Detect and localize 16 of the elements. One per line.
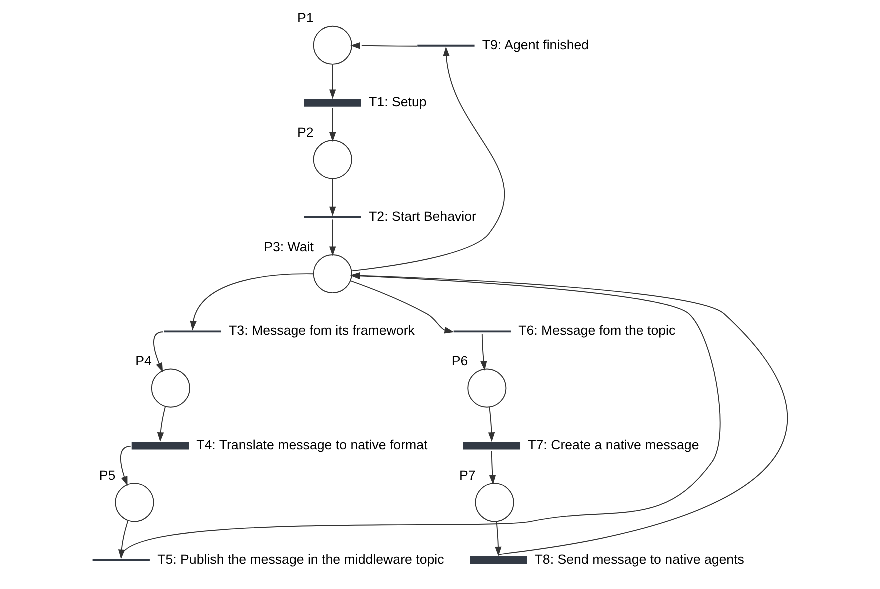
node-label: P6 — [451, 354, 468, 369]
node-label: T4: Translate message to native format — [196, 437, 428, 452]
node-label: T8: Send message to native agents — [534, 552, 744, 567]
node-label: T3: Message fom its framework — [228, 323, 414, 338]
node-label: P1 — [297, 10, 314, 26]
node-label: T7: Create a native message — [528, 437, 699, 452]
node-label: P3: Wait — [264, 239, 314, 254]
node-label: P2 — [297, 125, 314, 140]
node-label: T2: Start Behavior — [368, 208, 476, 224]
node-label: T1: Setup — [368, 94, 426, 110]
node-label: T9: Agent finished — [482, 37, 589, 52]
node-label: T6: Message fom the topic — [518, 323, 676, 338]
node-label: P5 — [98, 468, 116, 483]
node-label: P7 — [458, 468, 476, 483]
node-label: T5: Publish the message in the middleware topic — [157, 552, 444, 567]
node-label: P4 — [135, 354, 152, 369]
